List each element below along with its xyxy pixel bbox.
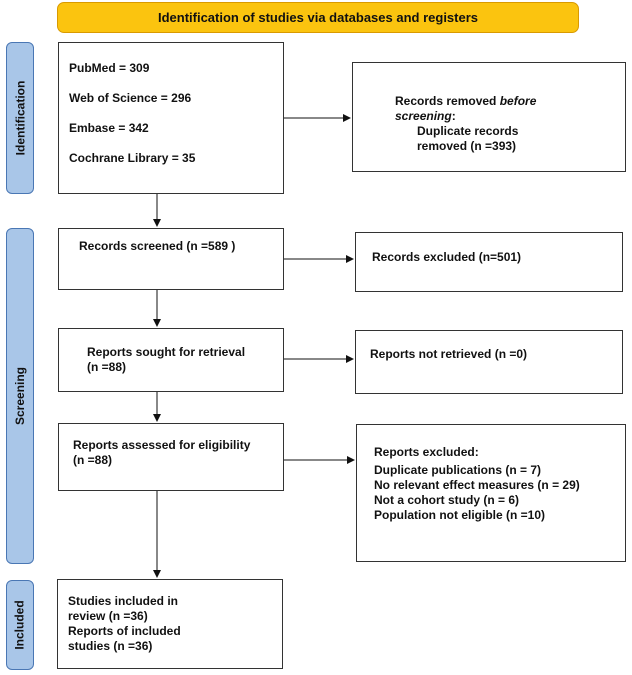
sources-box: PubMed = 309 Web of Science = 296 Embase…: [58, 42, 284, 194]
records-removed-detail-2: removed (n =393): [417, 139, 517, 153]
reports-excluded-item-duplicates: Duplicate publications (n = 7): [374, 463, 542, 477]
reports-excluded-item-not-cohort: Not a cohort study (n = 6): [374, 493, 520, 507]
reports-assessed-box: Reports assessed for eligibility (n =88): [58, 423, 284, 491]
side-label-included: Included: [6, 580, 34, 670]
records-screened-text: Records screened (n =589 ): [79, 239, 236, 253]
studies-included-box: Studies included in review (n =36) Repor…: [57, 579, 283, 669]
reports-not-retrieved-box: Reports not retrieved (n =0): [355, 330, 623, 394]
records-removed-heading-2: screening:: [395, 109, 456, 123]
reports-excluded-item-no-effect: No relevant effect measures (n = 29): [374, 478, 580, 492]
reports-excluded-item-population: Population not eligible (n =10): [374, 508, 546, 522]
flow-header-title: Identification of studies via databases …: [157, 10, 479, 25]
reports-assessed-text-2: (n =88): [73, 453, 113, 467]
reports-sought-box: Reports sought for retrieval (n =88): [58, 328, 284, 392]
reports-excluded-box: Reports excluded: Duplicate publications…: [356, 424, 626, 562]
reports-sought-text-1: Reports sought for retrieval: [87, 345, 246, 359]
records-removed-heading: Records removed before: [395, 94, 537, 108]
records-removed-detail-1: Duplicate records: [417, 124, 519, 138]
records-excluded-text: Records excluded (n=501): [372, 250, 522, 264]
included-line-2: review (n =36): [68, 609, 148, 623]
included-line-3: Reports of included: [68, 624, 181, 638]
reports-assessed-text-1: Reports assessed for eligibility: [73, 438, 251, 452]
side-label-identification: Identification: [6, 42, 34, 194]
reports-excluded-title: Reports excluded:: [374, 445, 479, 459]
source-web-of-science: Web of Science = 296: [69, 91, 192, 105]
records-excluded-box: Records excluded (n=501): [355, 232, 623, 292]
reports-not-retrieved-text: Reports not retrieved (n =0): [370, 347, 528, 361]
source-pubmed: PubMed = 309: [69, 61, 150, 75]
flow-header: Identification of studies via databases …: [57, 2, 579, 33]
included-line-1: Studies included in: [68, 594, 179, 608]
side-label-screening: Screening: [6, 228, 34, 564]
source-cochrane: Cochrane Library = 35: [69, 151, 196, 165]
reports-sought-text-2: (n =88): [87, 360, 127, 374]
records-removed-box: Records removed before screening: Duplic…: [352, 62, 626, 172]
source-embase: Embase = 342: [69, 121, 149, 135]
records-screened-box: Records screened (n =589 ): [58, 228, 284, 290]
included-line-4: studies (n =36): [68, 639, 153, 653]
